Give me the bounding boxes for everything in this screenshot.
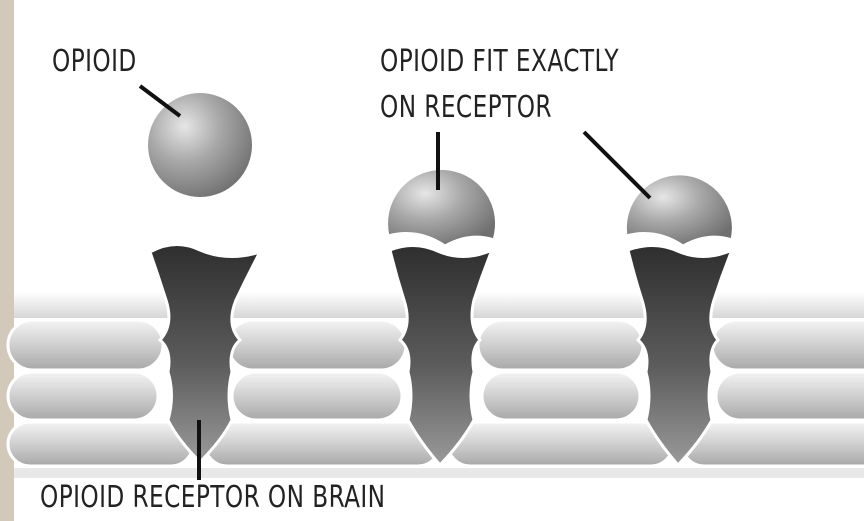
pointer-fit-2	[584, 132, 650, 198]
label-opioid: OPIOID	[52, 42, 137, 82]
membrane-bottom-band	[14, 468, 864, 478]
label-opioid-fit-line2: ON RECEPTOR	[380, 88, 552, 128]
opioid-sphere-bound-1	[387, 168, 497, 246]
opioid-sphere-free	[148, 93, 252, 197]
label-opioid-fit-line1: OPIOID FIT EXACTLY	[380, 42, 619, 82]
label-opioid-receptor: OPIOID RECEPTOR ON BRAIN	[40, 478, 385, 518]
opioid-sphere-bound-2	[625, 174, 733, 246]
